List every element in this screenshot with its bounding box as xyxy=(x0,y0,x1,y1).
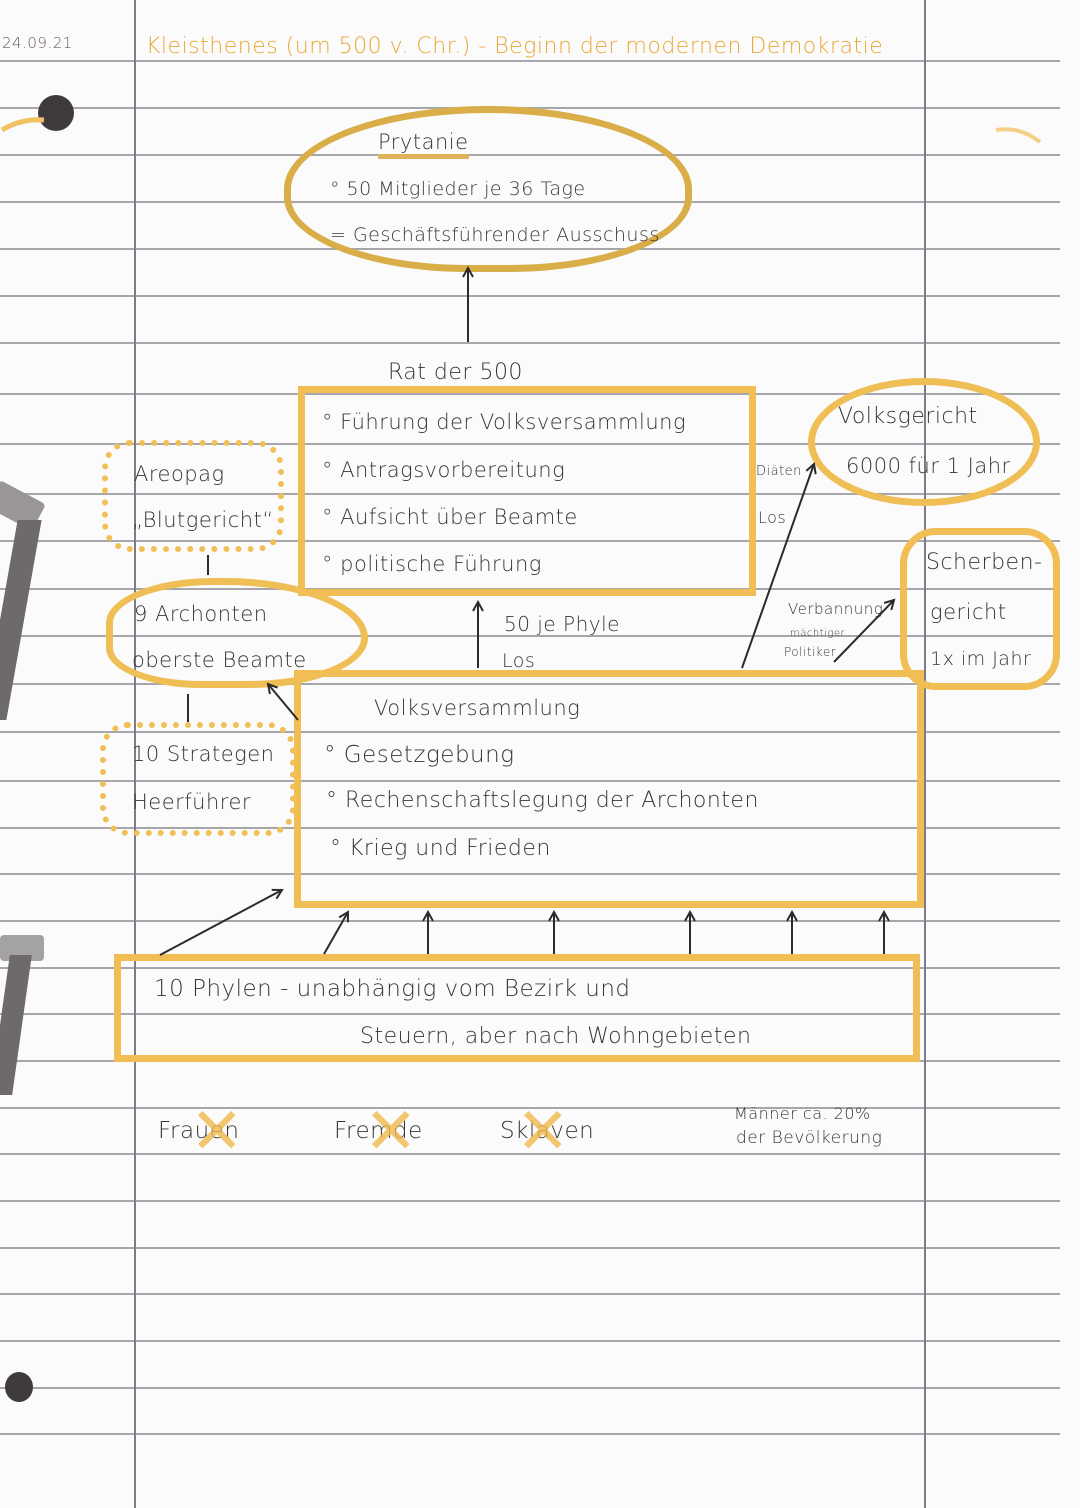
rat-item-4: ° politische Führung xyxy=(322,552,542,576)
strategen-subtitle: Heerführer xyxy=(132,790,252,814)
phylen-line-2: Steuern, aber nach Wohngebieten xyxy=(360,1024,752,1049)
prytanie-bubble xyxy=(284,106,692,272)
archonten-title: 9 Archonten xyxy=(134,602,268,626)
volksversammlung-item-3: ° Krieg und Frieden xyxy=(330,836,551,861)
volksversammlung-item-1: ° Gesetzgebung xyxy=(324,742,515,768)
arrow-phylen-to-vv-left xyxy=(159,890,282,956)
volksgericht-arrow-label-los: Los xyxy=(758,508,787,527)
cross-out-sklaven-icon: ✕ xyxy=(516,1095,570,1169)
volksgericht-arrow-label-diaeten: Diäten xyxy=(756,464,802,479)
excluded-sklaven: Sklaven xyxy=(500,1118,595,1144)
prytanie-title: Prytanie xyxy=(378,130,469,159)
rat-item-3: ° Aufsicht über Beamte xyxy=(322,505,578,529)
rat-box xyxy=(298,386,756,596)
scherbengericht-arrow-label-3: Politiker xyxy=(784,645,837,659)
volksversammlung-item-2: ° Rechenschaftslegung der Archonten xyxy=(326,788,759,813)
right-margin-line xyxy=(924,0,926,1508)
archonten-subtitle: oberste Beamte xyxy=(132,648,307,672)
scherbengericht-line-1: Scherben- xyxy=(926,550,1043,575)
binder-hole-top xyxy=(38,95,74,131)
volksversammlung-title: Volksversammlung xyxy=(374,696,581,720)
page-title: Kleisthenes (um 500 v. Chr.) - Beginn de… xyxy=(146,34,884,59)
rat-title: Rat der 500 xyxy=(388,360,523,385)
arrow-vv-to-archonten xyxy=(268,684,299,721)
highlighter-swish-left xyxy=(0,117,45,133)
date-label: 24.09.21 xyxy=(2,34,73,52)
volksversammlung-box xyxy=(294,670,924,908)
highlighter-swish-right xyxy=(995,127,1042,144)
volksgericht-subtitle: 6000 für 1 Jahr xyxy=(846,454,1011,478)
prytanie-line-1: ° 50 Mitglieder je 36 Tage xyxy=(330,178,586,200)
excluded-note-2: der Bevölkerung xyxy=(736,1128,883,1148)
rat-item-2: ° Antragsvorbereitung xyxy=(322,458,566,482)
arrow-to-scherbengericht xyxy=(833,600,894,663)
areopag-title: Areopag xyxy=(134,462,225,486)
binder-hole-bottom xyxy=(5,1372,33,1402)
excluded-note-1: Männer ca. 20% xyxy=(734,1104,871,1123)
cross-out-fremde-icon: ✕ xyxy=(364,1095,418,1169)
excluded-frauen: Frauen xyxy=(158,1118,240,1144)
cross-out-frauen-icon: ✕ xyxy=(190,1095,244,1169)
scherbengericht-arrow-label-1: Verbannung xyxy=(788,600,884,618)
volksgericht-title: Volksgericht xyxy=(838,404,978,429)
excluded-fremde: Fremde xyxy=(334,1118,423,1144)
archonten-bubble xyxy=(106,578,368,688)
volksgericht-bubble xyxy=(808,378,1040,506)
areopag-subtitle: „Blutgericht“ xyxy=(132,508,274,532)
rat-arrow-label-2: Los xyxy=(502,650,536,672)
prytanie-line-2: = Geschäftsführender Ausschuss xyxy=(330,224,660,246)
phylen-line-1: 10 Phylen - unabhängig vom Bezirk und xyxy=(154,976,631,1002)
scherbengericht-bubble xyxy=(900,528,1060,690)
phylen-box xyxy=(114,954,920,1062)
strategen-cloud xyxy=(100,722,296,836)
scherbengericht-line-3: 1x im Jahr xyxy=(930,648,1032,670)
arrow-vv-to-volksgericht xyxy=(741,464,814,669)
arrow-phylen-to-vv-1 xyxy=(323,912,348,955)
left-margin-line xyxy=(134,0,136,1508)
areopag-cloud xyxy=(102,440,284,552)
rat-arrow-label-1: 50 je Phyle xyxy=(504,612,620,636)
rat-item-1: ° Führung der Volksversammlung xyxy=(322,410,687,434)
scherbengericht-line-2: gericht xyxy=(930,600,1007,624)
strategen-title: 10 Strategen xyxy=(132,742,275,766)
scherbengericht-arrow-label-2: mächtiger xyxy=(790,628,846,639)
